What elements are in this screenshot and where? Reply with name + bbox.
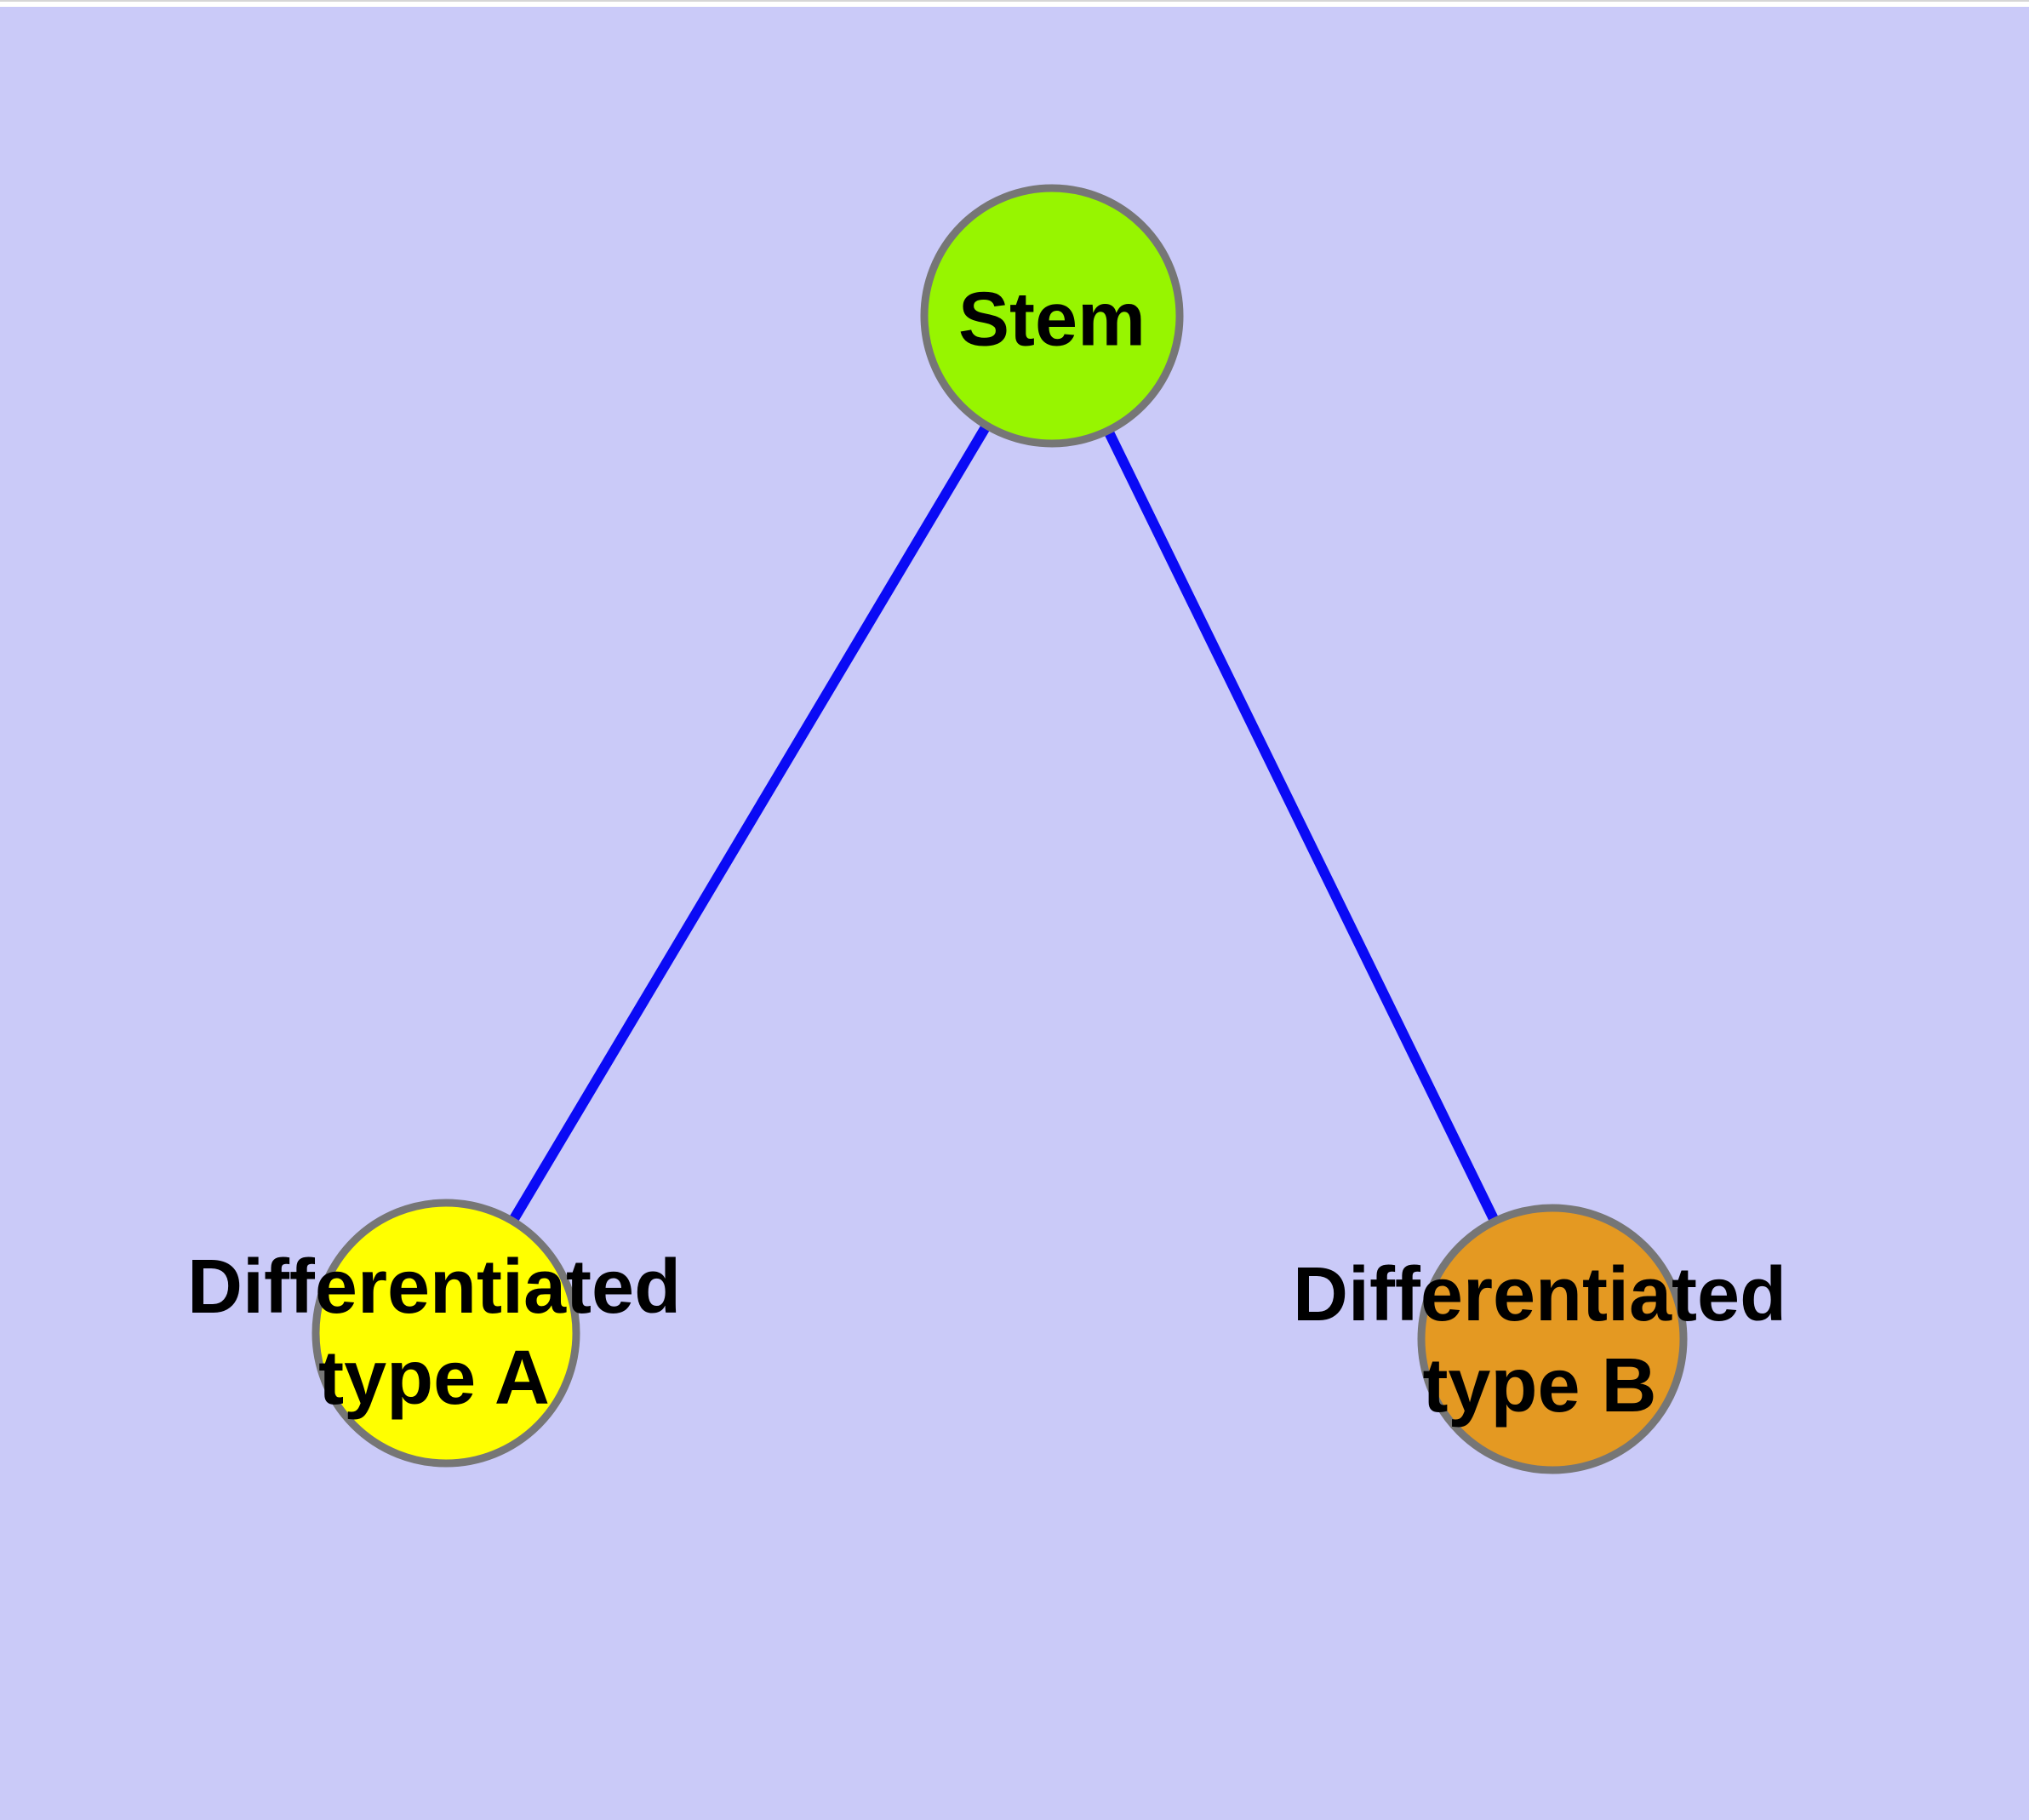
node-circle-stem <box>920 184 1184 448</box>
node-circle-differentiated-type-a <box>311 1199 580 1468</box>
node-label-line: Differentiated <box>1292 1252 1787 1337</box>
node-label-line: Stem <box>957 277 1146 363</box>
node-label-differentiated-type-a: Differentiated type A <box>187 1242 681 1424</box>
node-label-line: type A <box>318 1336 550 1421</box>
node-label-line: type B <box>1422 1343 1657 1428</box>
node-label-differentiated-type-b: Differentiated type B <box>1293 1250 1786 1432</box>
node-circle-differentiated-type-b <box>1417 1204 1688 1474</box>
window-top-strip <box>0 0 2029 7</box>
edge-stem-to-type-b <box>1047 313 1557 1342</box>
node-label-line: Differentiated <box>186 1245 682 1330</box>
node-label-stem: Stem <box>958 275 1146 366</box>
edge-stem-to-type-a <box>441 312 1057 1336</box>
